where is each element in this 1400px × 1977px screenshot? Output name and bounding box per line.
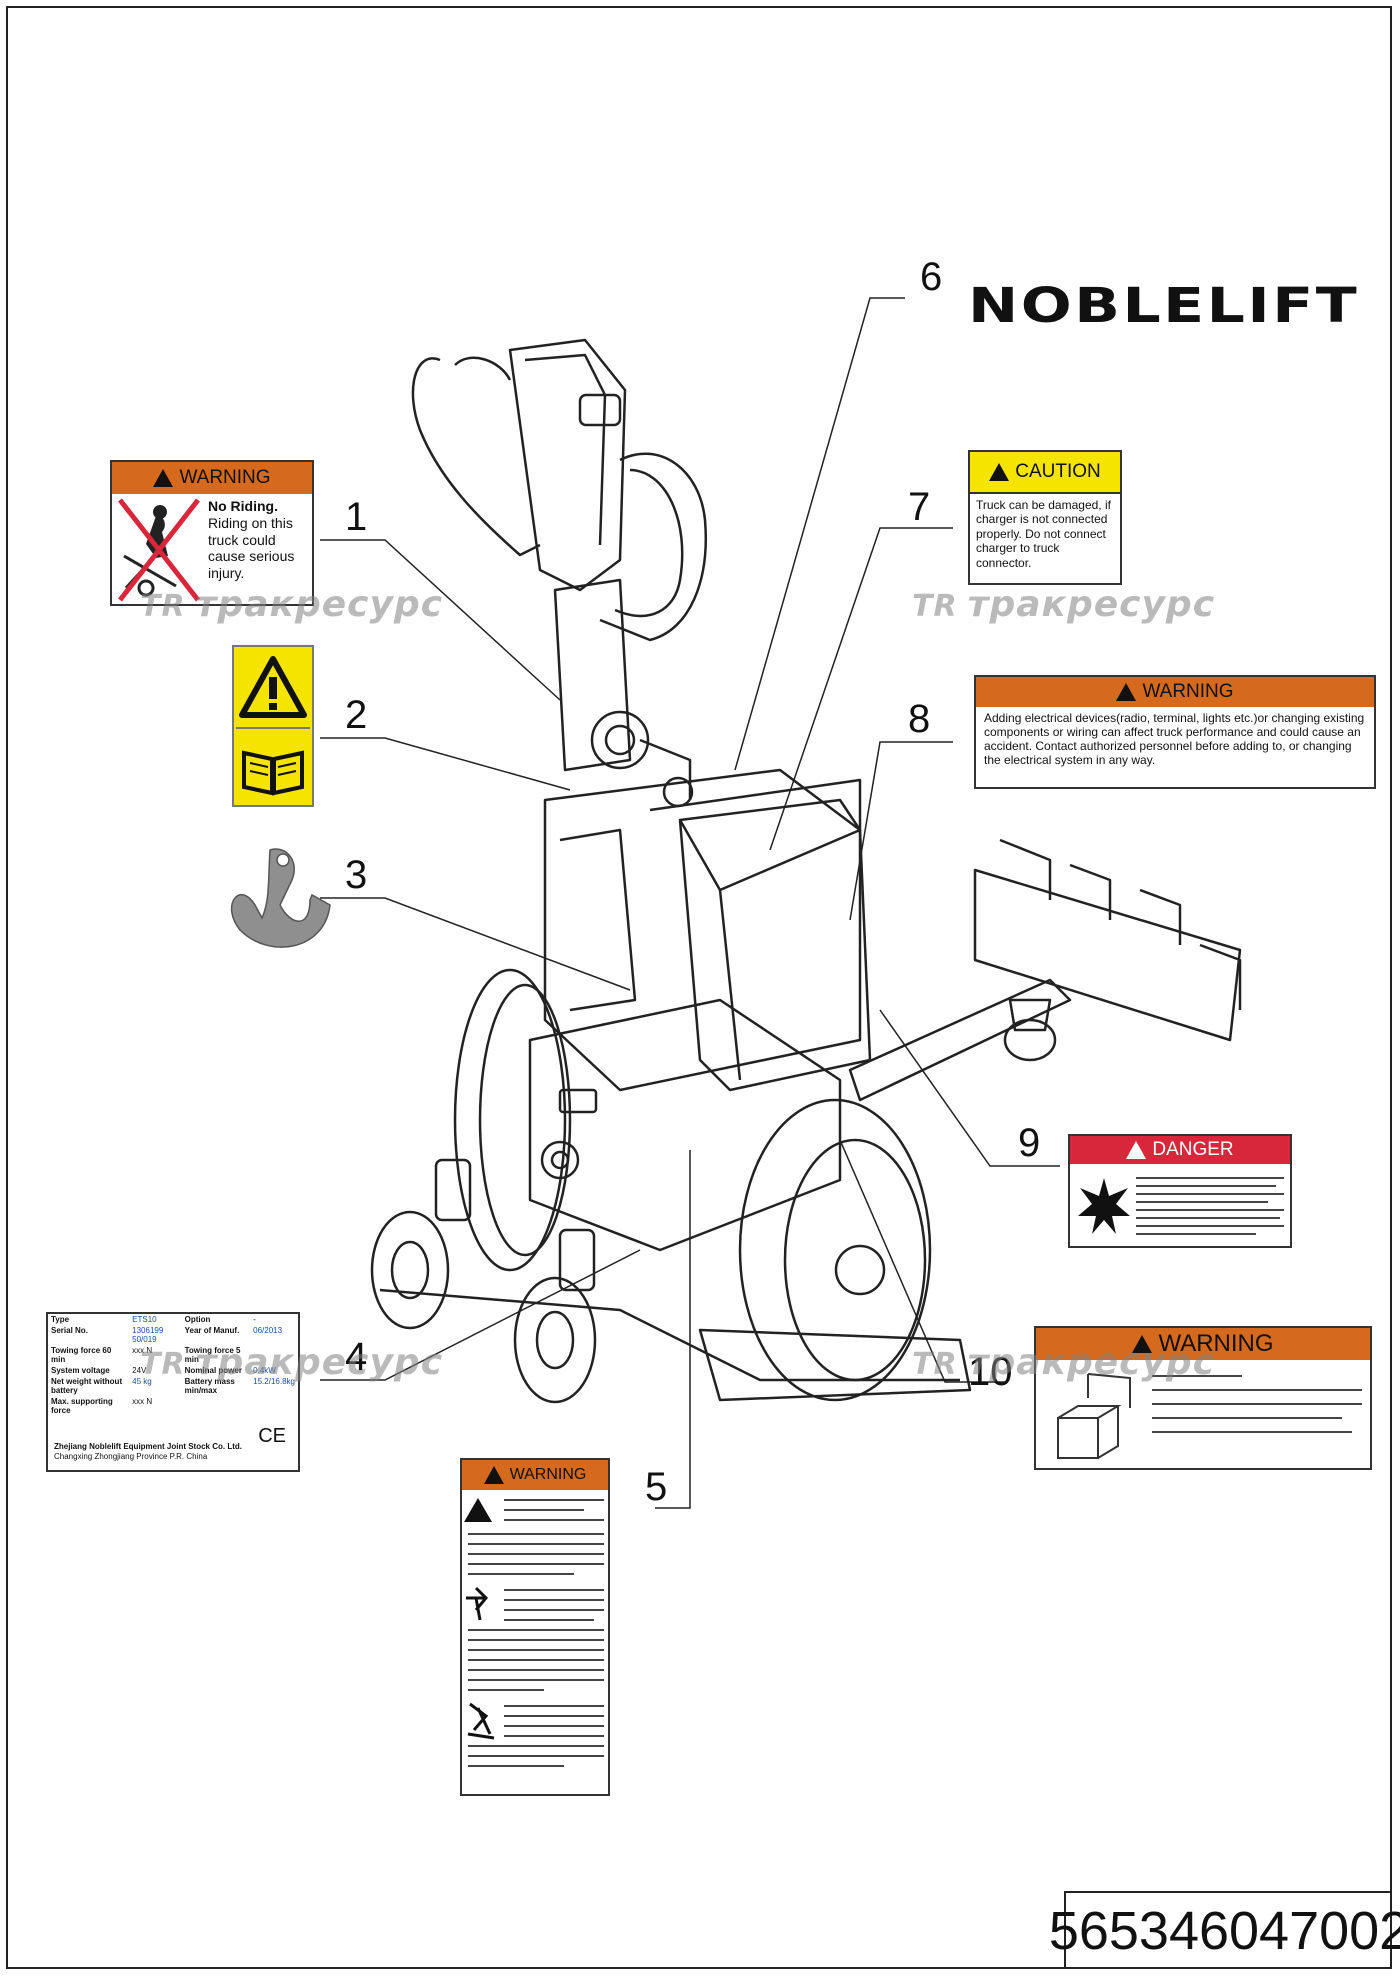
warning-instructions-fine-print [464,1498,604,1767]
caution-body: Truck can be damaged, if charger is not … [976,498,1111,570]
drawing-frame [6,6,1392,1969]
battery-icon [1057,1373,1131,1459]
caster-left [370,1210,450,1330]
explosion-icon [1078,1178,1130,1234]
no-riding-heading: No Riding. [208,498,278,514]
read-manual-label [232,645,314,807]
manual-book-icon [242,750,304,796]
table-row: Max. supporting force xxx N [51,1397,153,1415]
callout-2: 2 [345,693,367,737]
table-row: Type ETS10 Option - [51,1315,256,1324]
no-riding-icon [118,498,200,602]
danger-battery-label: DANGER [1068,1134,1292,1248]
tow-bar [848,978,1072,1102]
caution-triangle-icon [989,463,1010,481]
callout-8: 8 [908,697,930,741]
callout-5: 5 [645,1465,667,1509]
hook-icon [230,848,331,948]
table-row: Net weight without battery 45 kg Battery… [51,1377,295,1395]
warning-battery-label: WARNING [1034,1326,1372,1470]
warning-header: WARNING [976,677,1374,707]
danger-header: DANGER [1070,1136,1290,1164]
table-row: System voltage 24V Nominal power 0.4kW [51,1366,276,1375]
handle-left [411,357,541,557]
nameplate-company: Zhejiang Noblelift Equipment Joint Stock… [54,1442,242,1461]
warning-header: WARNING [1036,1328,1370,1360]
warning-header: WARNING [112,462,312,494]
callout-7: 7 [908,485,930,529]
warning-triangle-icon [483,1466,504,1484]
handle-right [599,452,707,642]
no-riding-body: Riding on this truck could cause serious… [208,514,295,582]
brand-logo: NOBLELIFT [968,278,1360,334]
tiller-arm [553,578,632,772]
callout-9: 9 [1018,1121,1040,1165]
chassis [528,998,842,1252]
main-housing [543,768,862,1092]
ce-mark: CE [258,1425,286,1447]
warning-triangle-icon [153,469,174,487]
warning-instructions-label: WARNING [460,1458,610,1796]
battery-fine-print [1152,1375,1362,1433]
danger-triangle-icon [1126,1141,1147,1159]
hitch-frame [973,868,1242,1042]
tiller-head [508,338,627,592]
table-row: Towing force 60 min xxx N Towing force 5… [51,1346,241,1364]
warning-triangle-icon [1132,1335,1153,1353]
caution-charger-label: CAUTION Truck can be damaged, if charger… [968,450,1122,585]
warning-no-riding-label: WARNING No Riding. Riding on this truck … [110,460,314,606]
nameplate-table: Type ETS10 Option - Serial No. 1306199 5… [48,1314,298,1416]
warning-electrical-label: WARNING Adding electrical devices(radio,… [974,675,1376,789]
document-number: 565346047002 [1049,1891,1400,1969]
callout-10: 10 [968,1350,1013,1394]
danger-fine-print [1136,1177,1284,1235]
caution-header: CAUTION [970,452,1120,494]
wheel-right [738,1098,932,1402]
wheel-left [453,968,567,1272]
battery-box [678,798,872,1092]
nameplate-label: Type ETS10 Option - Serial No. 1306199 5… [46,1312,300,1472]
callout-6: 6 [920,255,942,299]
table-row: Serial No. 1306199 50/019 Year of Manuf.… [51,1326,283,1344]
warning-triangle-icon [239,656,307,718]
callout-1: 1 [345,495,367,539]
warning-electrical-body: Adding electrical devices(radio, termina… [984,711,1365,768]
warning-triangle-icon [1116,683,1137,701]
warning-header: WARNING [462,1460,608,1490]
callout-4: 4 [345,1335,367,1379]
callout-3: 3 [345,853,367,897]
caster-front [513,1276,597,1404]
